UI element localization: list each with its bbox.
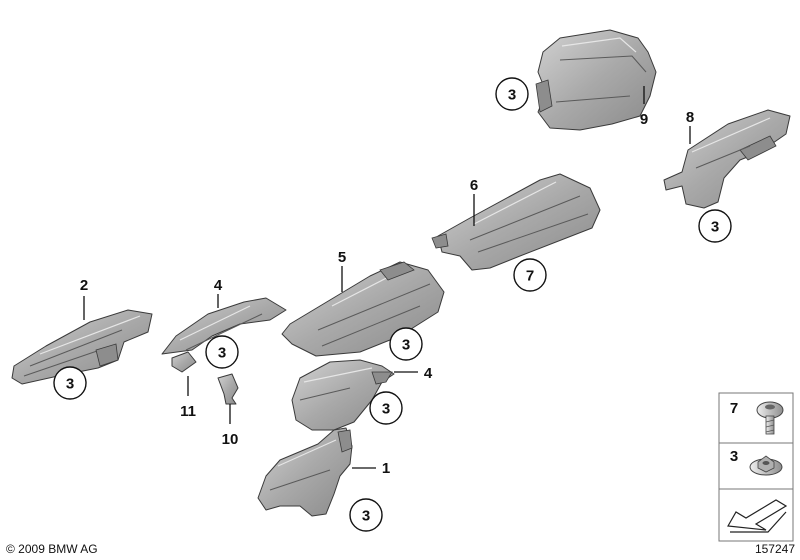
- callout-part-1: 3: [349, 498, 383, 532]
- legend-label-screw: 7: [730, 400, 738, 417]
- callout-part-4-lower: 3: [369, 391, 403, 425]
- label-part-5: 5: [338, 249, 346, 266]
- heat-shield-part-4-lower[interactable]: [291, 359, 395, 431]
- callout-left: 3: [53, 366, 87, 400]
- diagram-number: 157247: [755, 542, 795, 556]
- label-part-9: 9: [640, 111, 648, 128]
- label-part-1: 1: [382, 460, 390, 477]
- leader-lines: [83, 86, 691, 469]
- nut-icon: [749, 455, 783, 476]
- legend-row-screw: [718, 392, 794, 444]
- heat-shield-part-1[interactable]: [257, 427, 353, 517]
- part-labels: 2 4 5 6 9 8 11 10 4 1: [80, 109, 694, 477]
- label-part-2: 2: [80, 277, 88, 294]
- copyright-text: © 2009 BMW AG: [6, 542, 98, 556]
- heat-shield-part-6[interactable]: [431, 173, 601, 271]
- svg-text:3: 3: [711, 219, 719, 236]
- svg-text:3: 3: [508, 87, 516, 104]
- legend-label-nut: 3: [730, 448, 738, 465]
- svg-text:3: 3: [362, 508, 370, 525]
- screw-icon: [756, 401, 784, 435]
- direction-arrow-icon: [727, 499, 788, 533]
- heat-shield-part-2[interactable]: [11, 309, 153, 385]
- label-part-4-lower: 4: [424, 365, 433, 382]
- svg-text:3: 3: [66, 376, 74, 393]
- bracket-part-10[interactable]: [217, 373, 239, 405]
- label-part-11: 11: [180, 403, 196, 420]
- callout-part-8: 3: [698, 209, 732, 243]
- svg-text:3: 3: [218, 345, 226, 362]
- heat-shield-part-8[interactable]: [663, 109, 791, 209]
- label-part-6: 6: [470, 177, 478, 194]
- callout-part-6: 7: [513, 258, 547, 292]
- label-part-8: 8: [686, 109, 694, 126]
- heat-shield-part-4-upper[interactable]: [161, 297, 287, 355]
- callout-part-9: 3: [495, 77, 529, 111]
- clip-part-11[interactable]: [171, 351, 197, 373]
- svg-text:3: 3: [382, 401, 390, 418]
- label-part-4-upper: 4: [214, 277, 223, 294]
- svg-text:7: 7: [526, 268, 534, 285]
- callout-part-5: 3: [389, 327, 423, 361]
- fastener-legend: 7 3: [718, 392, 794, 542]
- heat-shield-part-9[interactable]: [535, 29, 657, 131]
- callout-part-4-upper: 3: [205, 335, 239, 369]
- svg-text:3: 3: [402, 337, 410, 354]
- label-part-10: 10: [222, 431, 239, 448]
